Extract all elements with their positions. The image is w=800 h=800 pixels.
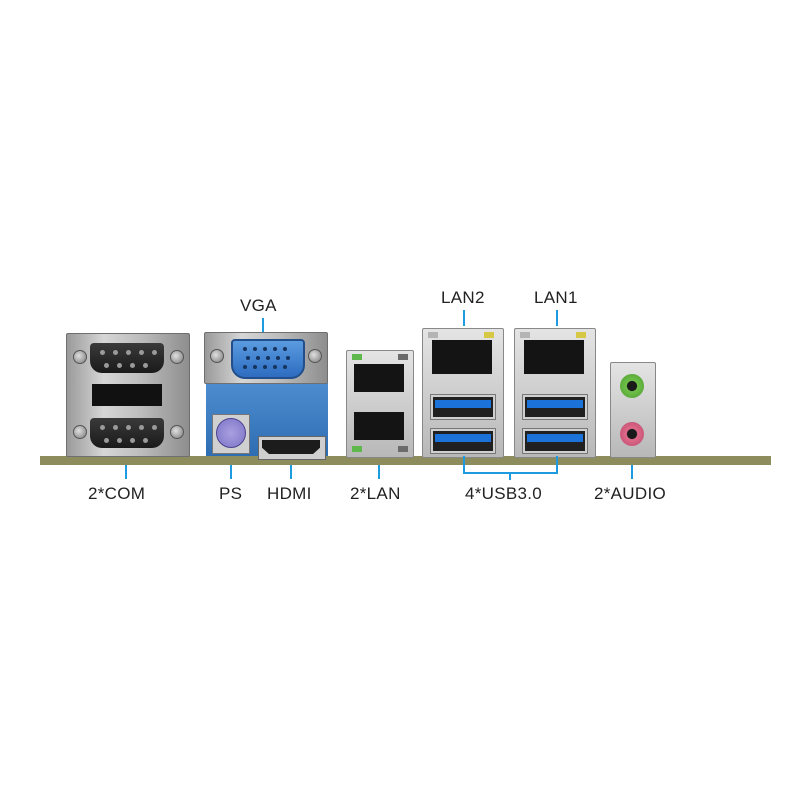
vga-pin bbox=[286, 356, 290, 360]
label-lan2: LAN2 bbox=[441, 288, 485, 307]
db9-pin bbox=[130, 438, 135, 443]
label-ps: PS bbox=[219, 484, 243, 503]
callout-usb-center bbox=[509, 472, 511, 480]
usb3-port-lan2-bottom bbox=[430, 428, 496, 454]
audio-jack-pink bbox=[620, 422, 644, 446]
db9-pin bbox=[104, 438, 109, 443]
db9-pin bbox=[113, 350, 118, 355]
label-hdmi: HDMI bbox=[267, 484, 312, 503]
db9-pin bbox=[126, 425, 131, 430]
vga-pin bbox=[283, 365, 287, 369]
db9-pin bbox=[104, 363, 109, 368]
label-com: 2*COM bbox=[88, 484, 146, 503]
db9-pin bbox=[117, 438, 122, 443]
lan1-led bbox=[520, 332, 530, 338]
lan-led bbox=[398, 446, 408, 452]
audio-jack-green bbox=[620, 374, 644, 398]
usb3-port-lan1-bottom bbox=[522, 428, 588, 454]
db9-pin bbox=[143, 363, 148, 368]
vga-pin bbox=[253, 347, 257, 351]
db9-pin bbox=[143, 438, 148, 443]
vga-pin bbox=[243, 347, 247, 351]
callout-audio bbox=[631, 465, 633, 479]
vga-pin bbox=[273, 347, 277, 351]
db9-pin bbox=[100, 425, 105, 430]
lan-port-bottom bbox=[350, 410, 408, 444]
db9-pin bbox=[139, 350, 144, 355]
vga-port bbox=[231, 339, 305, 379]
hdmi-socket bbox=[262, 440, 320, 454]
usb3-port-lan2-top bbox=[430, 394, 496, 420]
vga-pin bbox=[263, 365, 267, 369]
label-audio: 2*AUDIO bbox=[594, 484, 667, 503]
vga-pin bbox=[256, 356, 260, 360]
vga-pin bbox=[253, 365, 257, 369]
com-separator bbox=[92, 384, 162, 406]
db9-pin bbox=[130, 363, 135, 368]
db9-pin bbox=[139, 425, 144, 430]
lan2-port bbox=[428, 336, 496, 380]
callout-ps bbox=[230, 465, 232, 479]
vga-pin bbox=[273, 365, 277, 369]
vga-pin bbox=[266, 356, 270, 360]
lan-port-top bbox=[350, 362, 408, 396]
vga-screw bbox=[210, 349, 224, 363]
lan2-led bbox=[428, 332, 438, 338]
db9-pin bbox=[126, 350, 131, 355]
com-screw bbox=[73, 350, 87, 364]
vga-pin bbox=[243, 365, 247, 369]
vga-pin bbox=[276, 356, 280, 360]
label-lan1: LAN1 bbox=[534, 288, 578, 307]
db9-pin bbox=[117, 363, 122, 368]
label-usb: 4*USB3.0 bbox=[465, 484, 543, 503]
usb3-port-lan1-top bbox=[522, 394, 588, 420]
lan-led bbox=[352, 354, 362, 360]
lan1-led bbox=[576, 332, 586, 338]
callout-hdmi bbox=[290, 465, 292, 479]
lan-led bbox=[398, 354, 408, 360]
ps2-socket bbox=[216, 418, 246, 448]
callout-lan1 bbox=[556, 310, 558, 326]
callout-usb-right bbox=[556, 456, 558, 474]
com-screw bbox=[170, 350, 184, 364]
callout-lan bbox=[378, 465, 380, 479]
lan2-led bbox=[484, 332, 494, 338]
callout-com bbox=[125, 465, 127, 479]
lan-led bbox=[352, 446, 362, 452]
lan1-port bbox=[520, 336, 588, 380]
vga-pin bbox=[263, 347, 267, 351]
callout-lan2 bbox=[463, 310, 465, 326]
com-screw bbox=[73, 425, 87, 439]
db9-pin bbox=[100, 350, 105, 355]
label-lan: 2*LAN bbox=[350, 484, 401, 503]
com-screw bbox=[170, 425, 184, 439]
callout-usb-left bbox=[463, 456, 465, 474]
db9-pin bbox=[113, 425, 118, 430]
db9-pin bbox=[152, 425, 157, 430]
label-vga: VGA bbox=[240, 296, 277, 315]
com-port-bottom bbox=[90, 418, 164, 448]
db9-pin bbox=[152, 350, 157, 355]
vga-screw bbox=[308, 349, 322, 363]
vga-pin bbox=[246, 356, 250, 360]
vga-pin bbox=[283, 347, 287, 351]
com-port-top bbox=[90, 343, 164, 373]
motherboard-edge bbox=[40, 456, 771, 465]
callout-vga bbox=[262, 318, 264, 332]
